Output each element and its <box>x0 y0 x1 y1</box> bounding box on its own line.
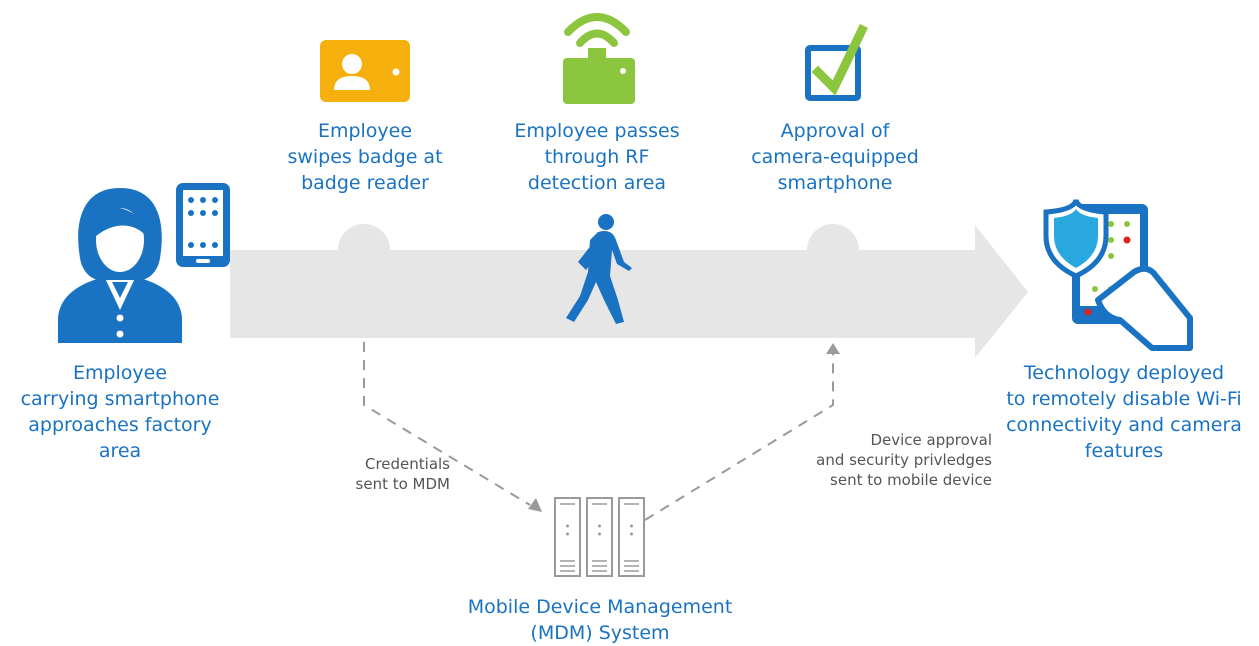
approval-connector <box>644 354 834 521</box>
credentials-connector <box>363 342 531 506</box>
credentials-arrowhead <box>528 498 542 512</box>
approval-step-label: Approval of camera-equipped smartphone <box>751 120 919 194</box>
smartphone-icon <box>176 183 230 267</box>
walking-person-icon <box>566 214 632 324</box>
shield-phone-icon <box>1043 199 1193 351</box>
badge-step-label: Employee swipes badge at badge reader <box>287 120 443 194</box>
badge-icon <box>320 40 410 102</box>
employee-step-label: Employee carrying smartphone approaches … <box>20 362 220 462</box>
server-icon <box>554 497 645 577</box>
person-icon <box>58 188 182 343</box>
approval-arrowhead <box>826 343 840 354</box>
rf-detector-icon <box>563 13 635 104</box>
mdm-system-label: Mobile Device Management (MDM) System <box>467 596 733 644</box>
credentials-note: Credentials sent to MDM <box>355 455 450 493</box>
checkbox-icon <box>805 23 869 101</box>
technology-step-label: Technology deployed to remotely disable … <box>1006 362 1242 462</box>
flow-arrow <box>230 224 1028 358</box>
device-approval-note: Device approval and security privledges … <box>816 431 992 489</box>
rf-step-label: Employee passes through RF detection are… <box>514 120 680 194</box>
